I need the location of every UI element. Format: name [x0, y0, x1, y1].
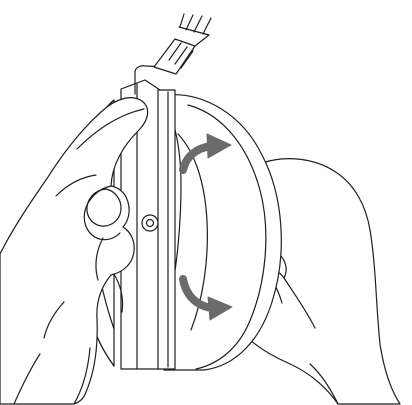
- headband-slider: [134, 13, 212, 95]
- bottom-arrow-head-icon: [207, 296, 233, 321]
- bottom-rotation-arrow-icon: [179, 275, 216, 312]
- top-arrow-head-icon: [206, 133, 232, 159]
- rotation-arrows: [179, 133, 233, 321]
- left-hand: [0, 97, 149, 405]
